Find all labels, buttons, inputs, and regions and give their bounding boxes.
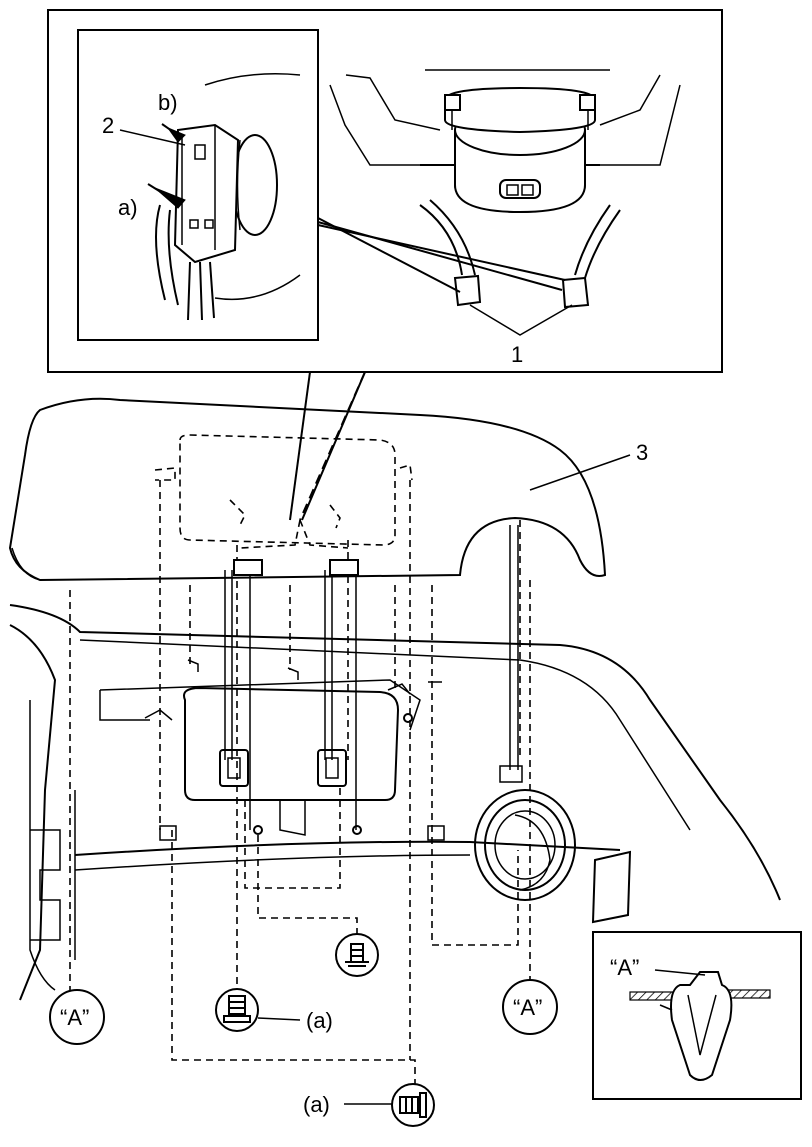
clip-callout-right bbox=[502, 979, 558, 1035]
callout-3-leader bbox=[529, 454, 631, 491]
callout-b-label: b) bbox=[158, 90, 178, 115]
bolt-bottom-center bbox=[335, 933, 379, 977]
speaker-detail bbox=[317, 69, 681, 336]
bolt-2-label: (a) bbox=[303, 1092, 330, 1117]
clip-left-label: “A” bbox=[60, 1005, 89, 1030]
clip-callout-left bbox=[49, 989, 105, 1045]
callout-1-label: 1 bbox=[511, 342, 523, 367]
clip-detail-label: “A” bbox=[610, 955, 639, 980]
bolt-left bbox=[215, 988, 301, 1032]
bolt-bottom bbox=[344, 1083, 435, 1127]
callout-3-label: 3 bbox=[636, 440, 648, 465]
clip-detail-box bbox=[592, 931, 802, 1100]
bolt-1-label: (a) bbox=[306, 1008, 333, 1033]
trim-panel bbox=[8, 397, 607, 582]
callout-2-label: 2 bbox=[102, 113, 114, 138]
dashed-guide-lines bbox=[69, 480, 531, 1090]
clip-right-label: “A” bbox=[513, 995, 542, 1020]
callout-a-label: a) bbox=[118, 195, 138, 220]
connector-detail-box bbox=[77, 29, 319, 341]
